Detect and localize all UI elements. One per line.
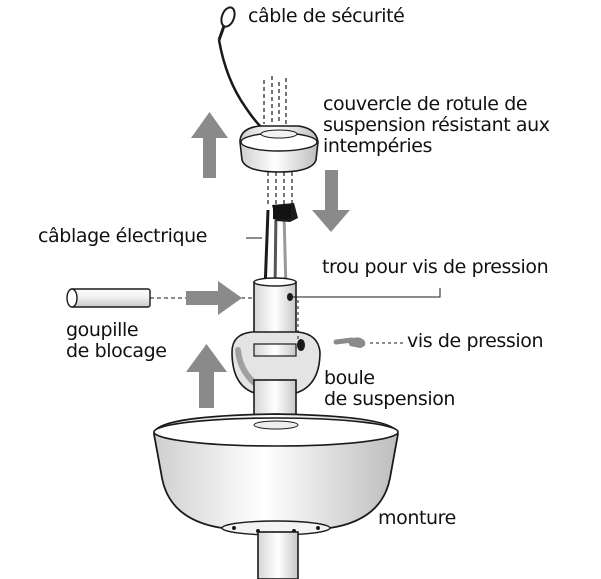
hole-pointer <box>292 288 441 298</box>
wires-dashed-top <box>263 76 287 124</box>
label-set-screw: vis de pression <box>407 330 544 352</box>
label-mount: monture <box>378 507 456 529</box>
label-pin-line-1: goupille <box>66 319 139 341</box>
label-safety-cable: câble de sécurité <box>248 5 405 27</box>
label-wiring: câblage électrique <box>38 225 208 247</box>
label-cover-line-2: suspension résistant aux <box>323 114 550 136</box>
label-cover-line-1: couvercle de rotule de <box>323 93 528 115</box>
weatherproof-cover <box>239 125 319 173</box>
label-pin-line-2: de blocage <box>66 340 167 362</box>
label-ball-line-2: de suspension <box>324 388 456 410</box>
label-cover-line-3: intempéries <box>323 135 432 157</box>
label-ball-line-1: boule <box>324 367 375 389</box>
arrow-down-cover <box>312 170 350 232</box>
arrow-right-pin <box>186 281 242 315</box>
mount-canopy <box>153 413 399 536</box>
locking-pin <box>66 288 151 308</box>
label-set-screw-hole: trou pour vis de pression <box>322 256 549 278</box>
wires-dashed-mid <box>267 172 293 205</box>
safety-cable <box>217 6 263 129</box>
set-screw-hole <box>287 293 293 301</box>
downrod-bottom <box>257 531 299 579</box>
hanger-ball <box>231 331 321 395</box>
wire-bundle <box>263 203 298 291</box>
arrow-up-cover <box>191 112 228 178</box>
arrow-up-ball <box>186 344 227 408</box>
set-screw <box>333 337 366 348</box>
